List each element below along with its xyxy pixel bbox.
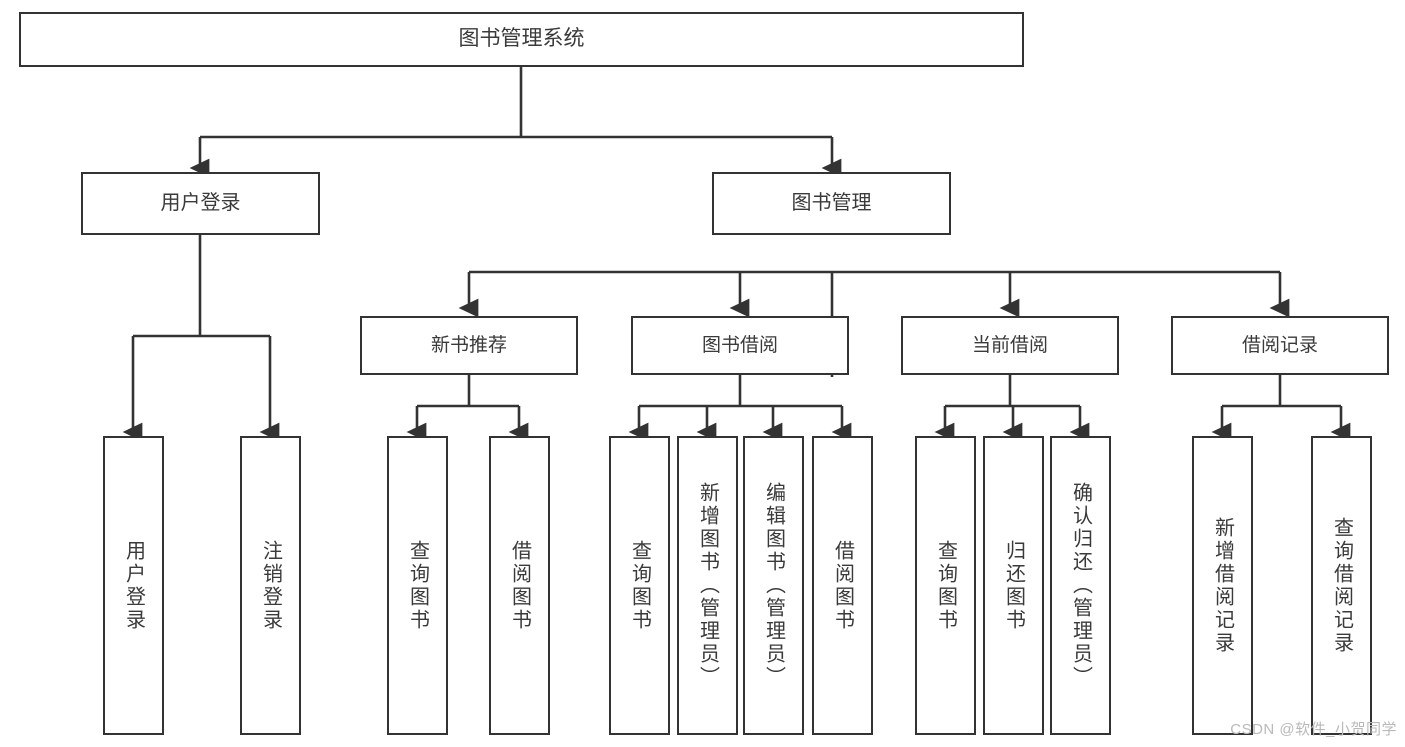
node-leaf-add-book[interactable]: 新增图书（管理员） [677, 436, 738, 735]
node-new-book-recommend[interactable]: 新书推荐 [360, 316, 578, 375]
node-leaf-query-book-2-label: 查询图书 [628, 539, 651, 632]
node-leaf-query-book-3[interactable]: 查询图书 [915, 436, 976, 735]
node-leaf-return-book-label: 归还图书 [1002, 539, 1025, 632]
node-leaf-query-record[interactable]: 查询借阅记录 [1311, 436, 1372, 735]
node-leaf-confirm-return-label: 确认归还（管理员） [1069, 482, 1092, 689]
node-leaf-add-book-label: 新增图书（管理员） [696, 482, 719, 689]
node-root-label: 图书管理系统 [458, 27, 585, 51]
node-leaf-logout[interactable]: 注销登录 [240, 436, 301, 735]
node-leaf-user-login[interactable]: 用户登录 [103, 436, 164, 735]
node-leaf-return-book[interactable]: 归还图书 [983, 436, 1044, 735]
node-current-borrow[interactable]: 当前借阅 [901, 316, 1119, 375]
node-leaf-borrow-book-1-label: 借阅图书 [508, 539, 531, 632]
node-leaf-add-record-label: 新增借阅记录 [1211, 516, 1234, 655]
node-leaf-borrow-book-2[interactable]: 借阅图书 [812, 436, 873, 735]
node-borrow-record-label: 借阅记录 [1241, 334, 1318, 356]
node-leaf-query-book-2[interactable]: 查询图书 [609, 436, 670, 735]
node-book-management-label: 图书管理 [791, 192, 872, 214]
node-leaf-query-book-1[interactable]: 查询图书 [387, 436, 448, 735]
node-new-book-recommend-label: 新书推荐 [430, 334, 507, 356]
node-leaf-logout-label: 注销登录 [259, 539, 282, 632]
node-user-login-label: 用户登录 [160, 192, 241, 214]
node-leaf-borrow-book-1[interactable]: 借阅图书 [489, 436, 550, 735]
node-leaf-edit-book[interactable]: 编辑图书（管理员） [743, 436, 804, 735]
node-borrow-record[interactable]: 借阅记录 [1171, 316, 1389, 375]
node-leaf-query-book-3-label: 查询图书 [934, 539, 957, 632]
node-user-login[interactable]: 用户登录 [81, 172, 320, 235]
node-leaf-query-book-1-label: 查询图书 [406, 539, 429, 632]
node-book-borrow-label: 图书借阅 [701, 334, 778, 356]
node-book-borrow[interactable]: 图书借阅 [631, 316, 849, 375]
node-leaf-add-record[interactable]: 新增借阅记录 [1192, 436, 1253, 735]
node-book-management[interactable]: 图书管理 [712, 172, 951, 235]
node-leaf-query-record-label: 查询借阅记录 [1330, 516, 1353, 655]
node-current-borrow-label: 当前借阅 [971, 334, 1048, 356]
node-leaf-edit-book-label: 编辑图书（管理员） [762, 482, 785, 689]
node-leaf-user-login-label: 用户登录 [122, 539, 145, 632]
node-leaf-confirm-return[interactable]: 确认归还（管理员） [1050, 436, 1111, 735]
node-leaf-borrow-book-2-label: 借阅图书 [831, 539, 854, 632]
node-root[interactable]: 图书管理系统 [19, 12, 1024, 67]
